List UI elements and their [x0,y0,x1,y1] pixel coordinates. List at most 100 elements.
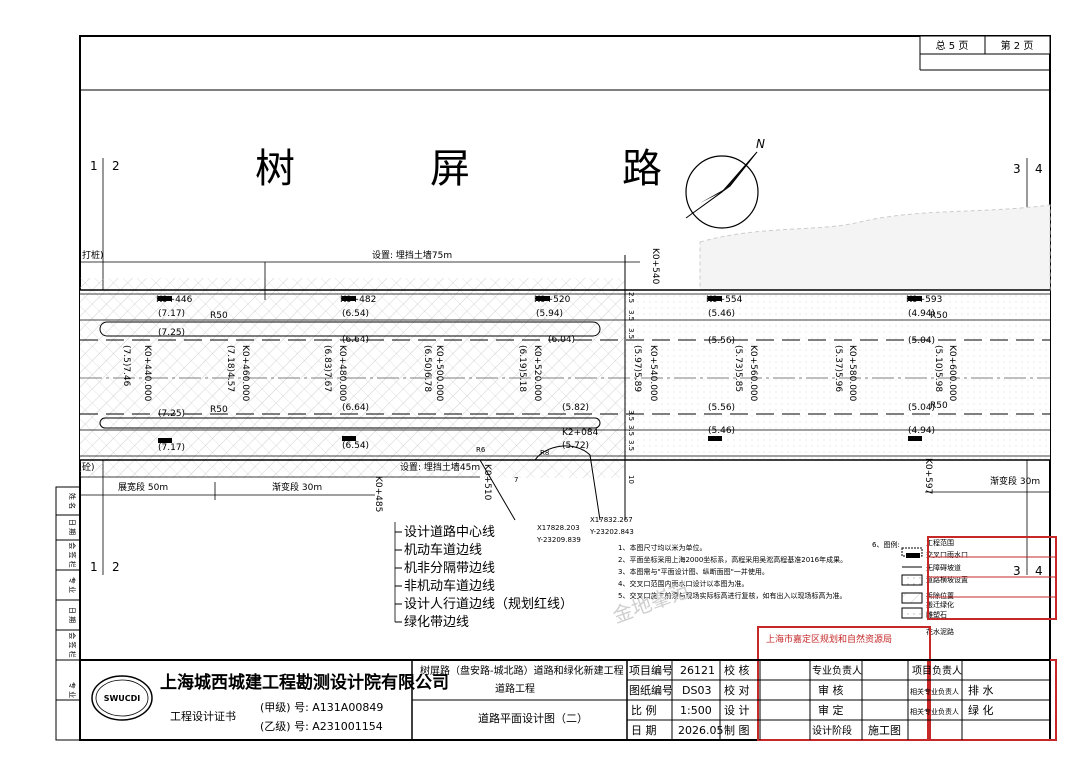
side-road: R6 R8 7 X17828.203 Y-23209.839 X17832.26… [476,445,634,544]
coord-2-y: Y-23202.843 [589,528,634,536]
stake-485: K0+485 [373,476,383,512]
note-5: 5、交叉口施工前须与现场实际标高进行复核，如有出入以现场标高为准。 [618,591,846,600]
dim-bottom-3: 3.5 [627,440,635,451]
stake-510: K0+510 [482,464,492,501]
scale-label: 比 例 [631,703,657,717]
left-tag-bottom: 砼) [82,461,95,473]
street-char-1: 树 [255,146,295,192]
existing-terrain [699,204,1051,291]
stamp-text: 上海市嘉定区规划和自然资源局 [766,633,892,645]
chainage-8: K0+580.000 [847,345,857,402]
chainage-2: K0+460.000 [240,345,250,402]
drawing-title: 道路平面设计图（二） [478,711,588,725]
retaining-wall-top: 设置: 埋挡土墙75m [372,249,452,261]
elev-5: (6.19)5.18 [517,345,527,392]
stage-label: 设计阶段 [812,724,852,737]
coord-1-x: X17828.203 [537,524,580,532]
transition-right: 渐变段 30m [990,475,1040,487]
project-name: 树屏路（盘安路-城北路）道路和绿化新建工程 [420,664,624,677]
resp-label: 专业负责人 [812,664,862,677]
legend-line-5: 设计人行道边线（规划红线） [404,596,573,612]
elev-2: (7.18)4.57 [225,345,235,392]
station-top-2-elev: (6.54) [342,309,369,319]
elev-8: (5.37)5.96 [833,345,843,392]
legend-line-1: 设计道路中心线 [404,524,495,540]
strip-5: 日 期 [68,607,76,623]
note-1: 1、本图尺寸均以米为单位。 [618,543,706,552]
station-bottom-3-elev2: (5.72) [562,441,589,451]
logo-text: SWUCDI [104,694,141,703]
station-bottom-3-stake: K2+084 [562,428,599,438]
scale: 1:500 [680,704,712,717]
symbol-4: 道路横坡设置 [926,575,968,584]
station-bottom-2-elev: (6.64) [342,403,369,413]
station-top-1-elev: (7.17) [158,309,185,319]
note-3: 3、本图需与"平面设计图、纵断面图"一并使用。 [618,567,769,576]
dim-top-2: 3.5 [627,310,635,321]
station-bottom-5-elev: (5.04) [908,403,935,413]
note-2: 2、平面坐标采用上海2000坐标系，高程采用吴淞高程基准2016年成果。 [618,555,847,564]
symbol-1: 工程范围 [926,538,954,547]
chainage-9: K0+600.000 [947,345,957,402]
symbol-8: 花水泥路 [926,627,954,636]
symbol-3: 无障碍坡道 [926,563,961,572]
dim-10: 10 [627,475,635,484]
street-char-3: 路 [622,146,662,192]
check-label: 校 核 [724,663,750,677]
stations-bottom: (7.25) (7.17) (6.64) (6.54) (5.82) K2+08… [158,403,935,453]
radius-r50-1: R50 [210,311,228,321]
station-top-1: K0+446 [156,295,193,305]
strip-6: 会 签 栏 [68,632,77,657]
dim-top-3: 3.5 [627,328,635,339]
radius-r6: R6 [476,446,486,454]
stage: 施工图 [868,724,901,737]
strip-2: 日 期 [68,519,76,535]
grid-4-top: 4 [1035,162,1043,176]
legend-line-6: 绿化带边线 [404,615,469,630]
dotted-zone-right [625,290,1050,460]
retaining-wall-bottom: 设置: 埋挡土墙45m [400,461,480,473]
grid-1-bottom: 1 [90,560,98,574]
grid-1-top: 1 [90,159,98,173]
grid-4-bottom: 4 [1035,564,1043,578]
symbol-legend-title: 6、图例: [872,540,900,549]
radius-r50-2: R50 [210,405,228,415]
design-label: 设 计 [724,704,750,717]
grid-3-top: 3 [1013,162,1021,176]
north-arrow: N [685,137,765,229]
station-bottom-1-elev2: (7.17) [158,443,185,453]
drawing-no: DS03 [682,684,711,697]
signature-strip: 姓 名 日 期 会 签 栏 专 业 日 期 会 签 栏 专 业 [55,486,81,741]
dim-top-1: 2.5 [627,292,635,303]
station-top-4-elev2: (5.56) [708,336,735,346]
elev-4: (6.50)6.78 [422,345,432,392]
related1: 相关专业负责人 [910,687,959,696]
street-char-2: 屏 [430,146,470,192]
cert-label: 工程设计证书 [170,710,236,723]
legend-line-2: 机动车道边线 [404,542,482,558]
station-top-4: K0+554 [706,295,743,305]
pm-label: 项目负责人 [912,664,962,677]
related2-dept: 绿 化 [968,703,994,717]
dim-7: 7 [514,476,518,484]
total-pages: 总 5 页 [936,39,969,52]
page-counter: 总 5 页 第 2 页 [919,35,1051,55]
radius-r50-4: R50 [930,401,948,411]
station-top-5-elev2: (5.04) [908,336,935,346]
chainage-1: K0+440.000 [142,345,152,402]
title-block: SWUCDI 上海城西城建工程勘测设计院有限公司 工程设计证书 (甲级) 号: … [80,659,1050,740]
coord-2-x: X17832.267 [590,516,633,524]
symbol-5: 拆除位置 [926,591,954,600]
lane-width-dims: 2.5 3.5 3.5 3.5 3.5 3.5 10 [627,292,635,484]
date-label: 日 期 [631,724,657,737]
chainage-7: K0+560.000 [748,345,758,402]
chainage-4: K0+500.000 [434,345,444,402]
proof-label: 校 对 [724,683,750,697]
legend-line-4: 非机动车道边线 [404,578,495,594]
chainage-labels: K0+440.000 K0+460.000 K0+480.000 K0+500.… [121,345,957,402]
elev-7: (5.73)5.85 [733,345,743,392]
symbol-6: 搬迁绿化 [926,600,954,609]
north-icon: N [756,137,765,151]
page-number: 第 2 页 [1001,39,1034,52]
station-top-5: K0+593 [906,295,942,305]
